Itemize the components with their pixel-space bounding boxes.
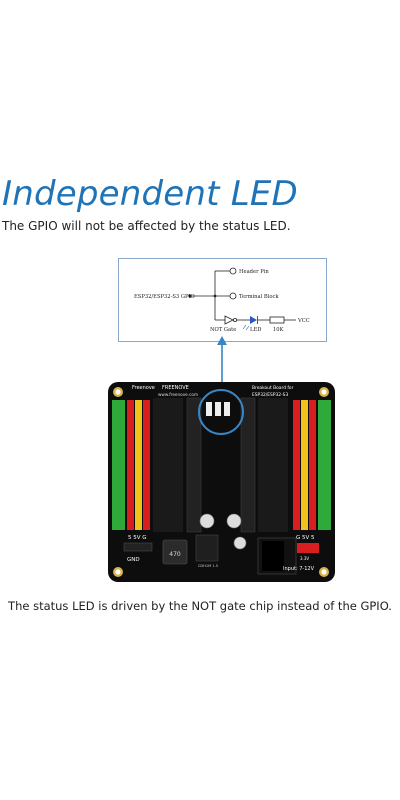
v33-label: 3.3V (300, 556, 309, 561)
dc-jack-inner (262, 541, 284, 571)
right-socket (240, 397, 256, 533)
page-title: Independent LED (2, 174, 298, 214)
right-terminal-block (318, 400, 331, 530)
resistor-symbol (269, 316, 285, 324)
resistor-label: 10K (273, 327, 284, 333)
right-header-red (293, 400, 300, 530)
terminal-block-label: Terminal Block (239, 294, 279, 300)
led-label: LED (250, 327, 261, 333)
gpio-label: ESP32/ESP32-S3 GPIO (134, 294, 195, 300)
page-subtitle: The GPIO will not be affected by the sta… (2, 219, 291, 233)
right-power-label: G 5V 5 (296, 535, 315, 541)
callout-arrow-head (217, 336, 227, 345)
led-rays (242, 324, 250, 331)
not-gate-symbol (224, 315, 234, 325)
chip-label: CDH1M 1.5 (198, 564, 218, 568)
caption: The status LED is driven by the NOT gate… (8, 599, 392, 613)
status-led-2 (215, 402, 221, 416)
gnd-label: GND (127, 557, 140, 563)
highlight-circle (198, 389, 244, 435)
gnd-header (123, 542, 153, 552)
right-header-yellow (301, 400, 308, 530)
left-header-red (127, 400, 134, 530)
left-terminal-block (112, 400, 125, 530)
mount-hole-inner (115, 389, 121, 395)
schematic-panel (118, 258, 327, 342)
not-gate-bubble (232, 317, 237, 322)
vcc-label: VCC (297, 318, 310, 324)
regulator-chip (195, 534, 219, 562)
header-pin-label: Header Pin (239, 269, 269, 275)
status-led-1 (206, 402, 212, 416)
left-pin-labels (153, 398, 183, 532)
inductor-label: 470 (169, 551, 181, 558)
model-line2: ESP32/ESP32-S3 (252, 392, 288, 398)
left-socket (186, 397, 202, 533)
capacitor-3 (233, 536, 247, 550)
capacitor-1 (199, 513, 215, 529)
left-header-red-2 (143, 400, 150, 530)
mount-hole-inner (321, 389, 327, 395)
right-pin-labels (258, 398, 288, 532)
left-header-yellow (135, 400, 142, 530)
terminal-symbol (229, 292, 237, 300)
mount-hole-inner (321, 569, 327, 575)
mount-hole-inner (115, 569, 121, 575)
model-line1: Breakout Board for (252, 385, 294, 391)
led-symbol (250, 316, 257, 324)
right-header-red-2 (309, 400, 316, 530)
brand: FREENOVE (162, 385, 189, 391)
input-label: Input: 7-12V (283, 566, 315, 572)
inductor (162, 539, 188, 565)
left-power-label: 5 5V G (128, 535, 147, 541)
capacitor-2 (226, 513, 242, 529)
gpio-junction (188, 294, 192, 298)
status-led-3 (224, 402, 230, 416)
schematic-wires (190, 270, 296, 321)
power-header (297, 543, 319, 553)
website: www.freenove.com (158, 392, 198, 397)
brand-small: Freenove (132, 385, 155, 391)
node-junction (213, 294, 217, 298)
not-gate-label: NOT Gate (210, 327, 236, 333)
header-pin-symbol (229, 267, 237, 275)
